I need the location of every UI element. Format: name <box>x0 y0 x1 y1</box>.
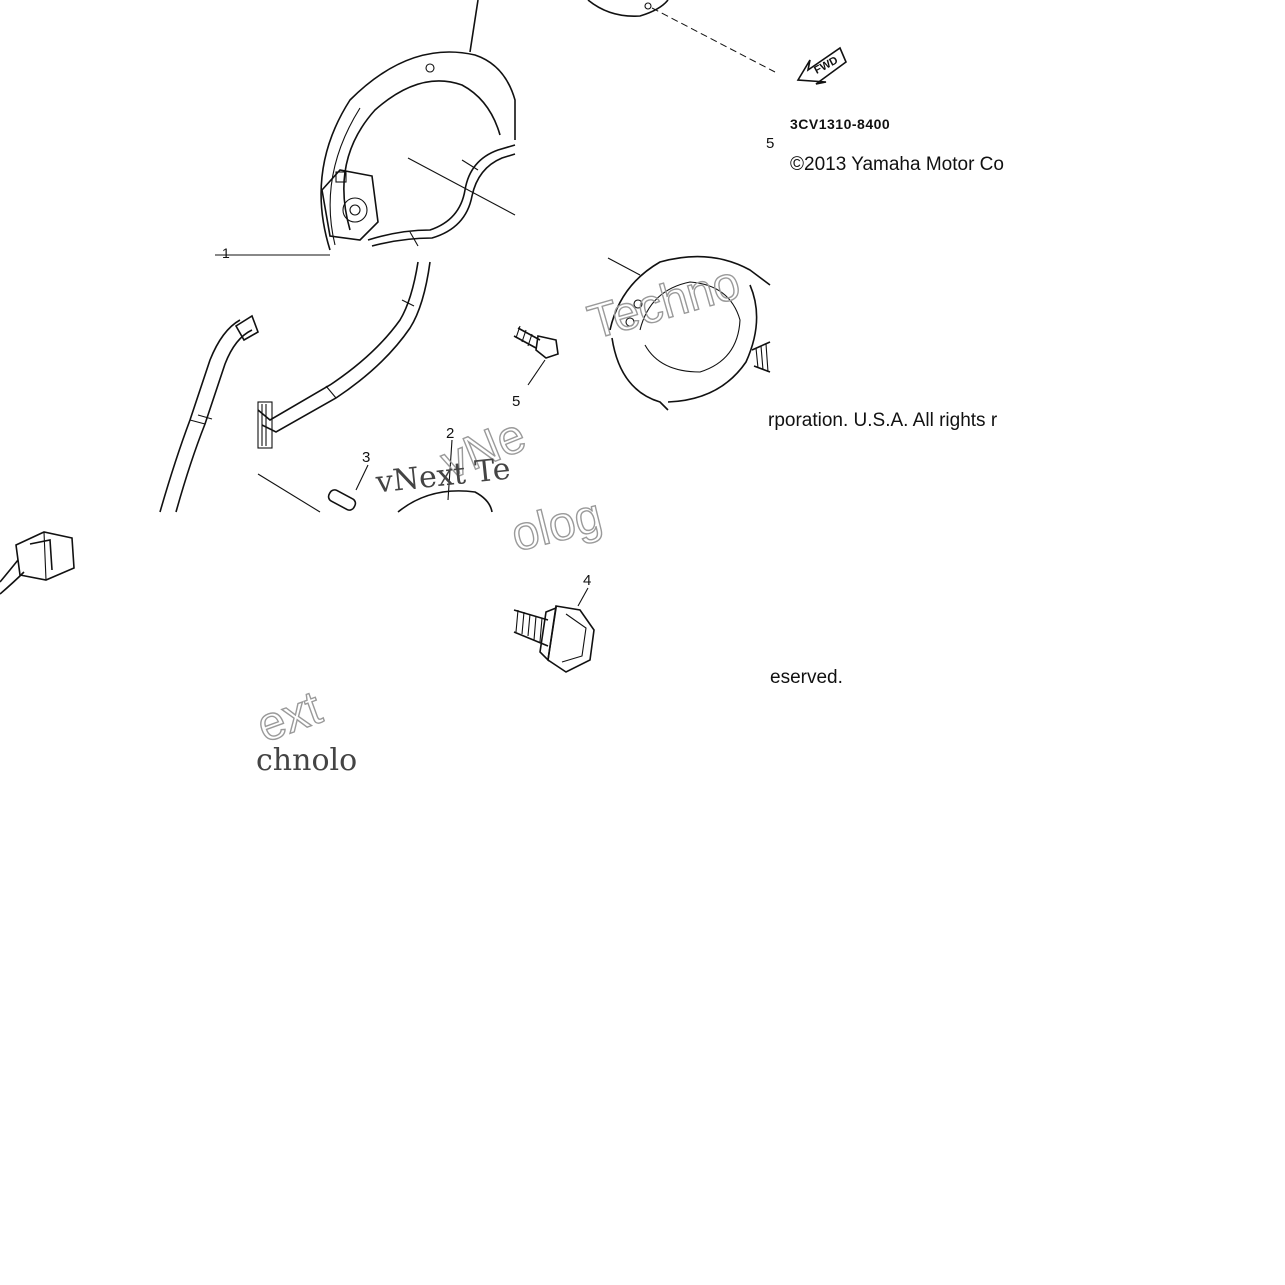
callout-1: 1 <box>222 245 230 261</box>
copyright-line-1: ©2013 Yamaha Motor Co <box>790 154 1004 175</box>
dowel-pin-part <box>327 464 369 511</box>
copyright-line-2: rporation. U.S.A. All rights r <box>768 410 998 431</box>
callout-4: 4 <box>583 572 591 589</box>
watermark-3: Techno <box>582 256 745 350</box>
copyright-line-3: eserved. <box>770 667 843 688</box>
wire-harness-part <box>0 314 259 595</box>
flange-bolt-part <box>513 587 595 673</box>
watermark-6: olog <box>506 489 607 562</box>
ring-plate-part <box>215 0 516 256</box>
screw-part <box>513 325 559 386</box>
fwd-arrow-icon: FWD <box>796 46 847 85</box>
stator-lead-part <box>257 261 431 513</box>
part-code: 3CV1310-8400 <box>790 116 890 132</box>
callout-5: 5 <box>512 393 520 410</box>
top-cover-part <box>587 0 776 73</box>
watermark-5: chnolo <box>256 743 357 778</box>
callout-5-top: 5 <box>766 135 774 152</box>
watermark-2: vNext Te <box>373 452 512 501</box>
callout-3: 3 <box>362 449 370 466</box>
rotor-plate-part <box>607 255 771 411</box>
fwd-label: FWD <box>812 54 840 76</box>
callout-2: 2 <box>446 425 454 442</box>
stator-part <box>397 439 493 513</box>
